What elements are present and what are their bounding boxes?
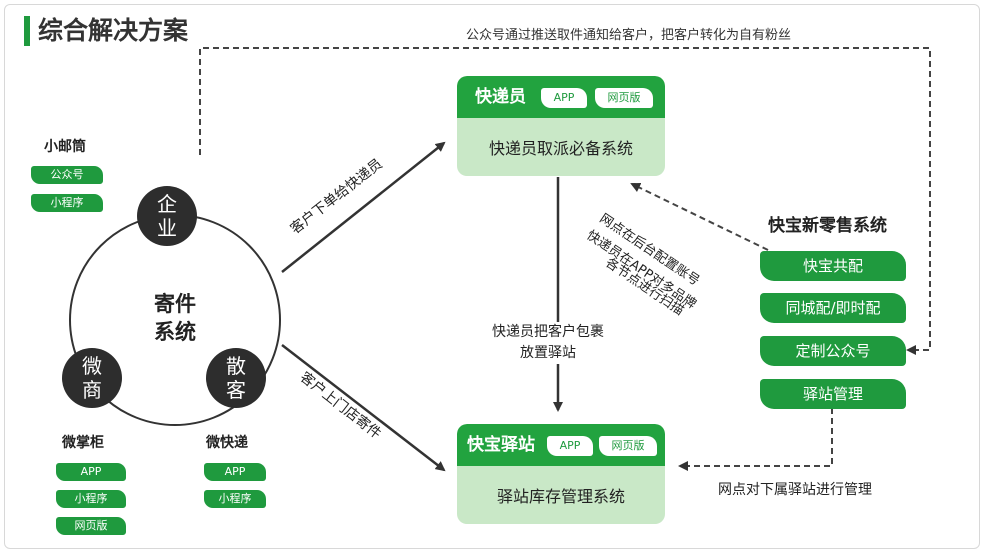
send-system-label: 寄件系统 — [154, 292, 196, 344]
courier-system-desc: 快递员取派必备系统 — [488, 139, 633, 158]
tag-weikuaidi-0: APP — [204, 463, 266, 481]
retail-item-tongcheng[interactable]: 同城配/即时配 — [760, 293, 906, 323]
station-tag-web: 网页版 — [599, 436, 657, 456]
station-system-name: 快宝驿站 — [467, 435, 535, 455]
label-manage-station: 网点对下属驿站进行管理 — [718, 482, 872, 498]
arrow-manage-station — [678, 408, 833, 471]
node-wechat-merchant: 微商 — [62, 348, 122, 408]
label-weizhanggui: 微掌柜 — [62, 435, 104, 451]
retail-system-title: 快宝新零售系统 — [768, 216, 887, 236]
arrow-order-to-courier — [281, 141, 446, 273]
tag-weizhanggui-2: 网页版 — [56, 517, 126, 535]
label-weikuaidi: 微快递 — [206, 435, 248, 451]
title-accent-bar — [24, 16, 30, 46]
arrow-walk-in — [281, 344, 446, 472]
node-enterprise: 企业 — [137, 186, 197, 246]
tag-xiaoyoutong-0: 公众号 — [31, 166, 103, 184]
retail-item-gongpei[interactable]: 快宝共配 — [760, 251, 906, 281]
node-individual: 散客 — [206, 348, 266, 408]
tag-xiaoyoutong-1: 小程序 — [31, 194, 103, 212]
top-dashed-loop — [199, 47, 931, 355]
courier-tag-web: 网页版 — [595, 88, 653, 108]
label-xiaoyoutong: 小邮筒 — [44, 139, 86, 155]
station-system-desc: 驿站库存管理系统 — [496, 487, 625, 506]
station-system-card: 快宝驿站 APP 网页版 驿站库存管理系统 — [457, 424, 665, 524]
tag-weizhanggui-0: APP — [56, 463, 126, 481]
arrow-config-account — [630, 182, 769, 251]
courier-tag-app: APP — [541, 88, 587, 108]
station-system-header: 快宝驿站 APP 网页版 — [457, 424, 665, 466]
retail-item-station-management[interactable]: 驿站管理 — [760, 379, 906, 409]
tag-weizhanggui-1: 小程序 — [56, 490, 126, 508]
retail-item-official-account[interactable]: 定制公众号 — [760, 336, 906, 366]
courier-system-card: 快递员 APP 网页版 快递员取派必备系统 — [457, 76, 665, 176]
station-tag-app: APP — [547, 436, 593, 456]
courier-system-name: 快递员 — [475, 87, 526, 107]
courier-system-header: 快递员 APP 网页版 — [457, 76, 665, 118]
label-parcel-to-station: 快递员把客户包裹放置驿站 — [478, 322, 618, 364]
page-title: 综合解决方案 — [38, 16, 189, 45]
top-note: 公众号通过推送取件通知给客户，把客户转化为自有粉丝 — [466, 28, 792, 43]
page-frame — [4, 4, 980, 549]
tag-weikuaidi-1: 小程序 — [204, 490, 266, 508]
